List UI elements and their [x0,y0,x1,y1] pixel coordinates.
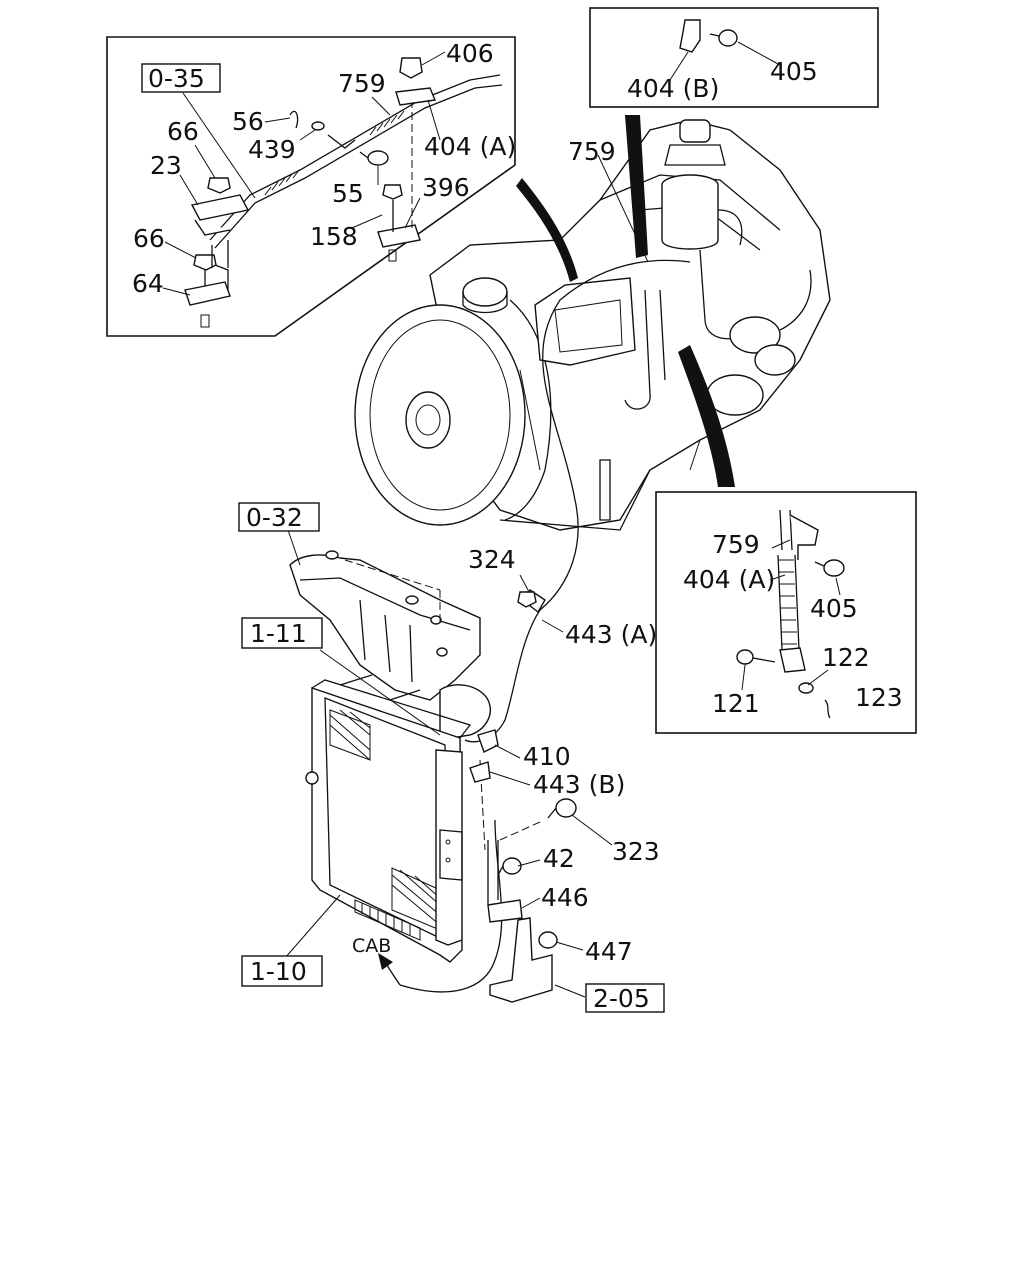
air-pipe [289,550,491,741]
part-label-66-lower: 66 [133,224,165,253]
part-label-122: 122 [822,643,870,672]
part-label-56: 56 [232,107,264,136]
part-label-446: 446 [541,883,589,912]
part-label-404a-right: 404 (A) [683,565,775,594]
inset-cable-assembly [106,36,516,337]
cab-label: CAB [352,935,391,957]
leader-wedge-upper-right [625,115,648,258]
part-label-404b: 404 (B) [627,74,719,103]
part-label-42: 42 [543,844,575,873]
ref-box-1-11: 1-11 [241,617,323,649]
part-label-64: 64 [132,269,164,298]
part-label-443a: 443 (A) [565,620,657,649]
inset-bracket-b [589,7,879,108]
part-label-121: 121 [712,689,760,718]
part-label-447: 447 [585,937,633,966]
part-label-158: 158 [310,222,358,251]
leader-wedge-top [516,178,578,282]
engine-illustration [354,119,831,531]
leader-wedge-lower-right [678,345,735,487]
ref-box-0-32: 0-32 [238,502,320,532]
part-label-439: 439 [248,135,296,164]
ref-box-1-10: 1-10 [241,955,323,987]
part-label-55: 55 [332,179,364,208]
ref-box-2-05: 2-05 [585,983,665,1013]
part-label-405-top: 405 [770,57,818,86]
part-label-123: 123 [855,683,903,712]
part-label-759-inset: 759 [338,69,386,98]
part-label-66-top: 66 [167,117,199,146]
part-label-443b: 443 (B) [533,770,625,799]
part-label-404a-inset: 404 (A) [424,132,516,161]
part-label-396: 396 [422,173,470,202]
ref-label-0-32: 0-32 [246,503,303,532]
leader-lines [162,41,841,998]
inset-lower-bracket [655,491,917,734]
part-label-405-right: 405 [810,594,858,623]
part-label-759-right: 759 [712,530,760,559]
part-label-324: 324 [468,545,516,574]
ref-label-1-11: 1-11 [250,619,307,648]
clamp-parts [469,589,577,1003]
ref-label-0-35: 0-35 [148,64,205,93]
part-label-759-engine: 759 [568,137,616,166]
accelerator-cable [464,259,691,743]
ref-box-0-35: 0-35 [141,63,221,93]
part-label-406: 406 [446,39,494,68]
part-label-410: 410 [523,742,571,771]
ref-label-1-10: 1-10 [250,957,307,986]
ref-label-2-05: 2-05 [593,984,650,1013]
radiator [305,674,472,963]
part-label-323: 323 [612,837,660,866]
part-label-23: 23 [150,151,182,180]
